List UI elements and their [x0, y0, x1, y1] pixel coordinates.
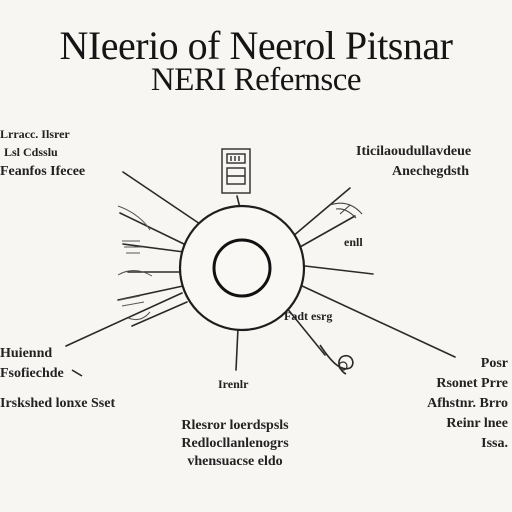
label-left-lower-1: Huiennd — [0, 346, 53, 361]
label-right-lower-2: Rsonet Prre — [436, 376, 508, 391]
label-right-upper: enll — [344, 235, 363, 249]
label-left-lower-2: Fsofiechde — [0, 366, 64, 381]
label-bottom-center-small: Irenlr — [218, 377, 249, 391]
diagram-subtitle: NERI Refernsce — [150, 62, 362, 98]
label-bottom-center-3: vhensuacse eldo — [187, 454, 283, 469]
diagram-title: NIeerio of Neerol Pitsnar — [59, 23, 453, 68]
device-icon — [221, 148, 251, 194]
label-mid-right: Fadt esrg — [284, 309, 333, 323]
spoke-right-mid — [304, 265, 374, 275]
spoke-left-lower-b — [131, 301, 188, 327]
label-top-left-2: Lsl Cdsslu — [4, 145, 58, 159]
label-left-bottom: Irskshed lonxe Sset — [0, 396, 116, 411]
label-right-lower-1: Posr — [480, 356, 508, 371]
spoke-right-upper — [299, 215, 356, 248]
pointer-mark — [71, 369, 83, 377]
label-bottom-center-1: Rlesror loerdspsls — [181, 418, 289, 433]
label-right-lower-3: Afhstnr. Brro — [427, 396, 508, 411]
dendrite-sketch-right — [329, 202, 363, 219]
cell-nucleus — [212, 238, 272, 298]
label-top-right-2: Anechegdsth — [392, 164, 470, 179]
cell-body — [178, 204, 306, 332]
label-right-lower-5: Issa. — [481, 436, 508, 451]
spoke-left-mid-b — [117, 285, 184, 301]
spoke-right-lower — [299, 284, 456, 358]
label-bottom-center-2: Redlocllanlenogrs — [181, 436, 289, 451]
label-top-right-1: Iticilaoudullavdeue — [356, 144, 472, 159]
spoke-left-upper-b — [122, 243, 185, 253]
spoke-left-upper — [119, 212, 187, 246]
spoke-bottom-right — [285, 306, 326, 356]
label-right-lower-4: Reinr lnee — [446, 416, 508, 431]
spoke-top-right — [291, 187, 351, 238]
spoke-left-lower — [65, 292, 183, 347]
dendrite-sketch-left — [117, 205, 153, 321]
axon-terminal-sketch — [319, 344, 354, 375]
label-top-left-1: Lrracc. Ilsrer — [0, 127, 70, 141]
spoke-bottom — [235, 327, 239, 371]
spoke-top-left — [122, 171, 204, 227]
label-top-left-3: Feanfos Ifecee — [0, 164, 86, 179]
